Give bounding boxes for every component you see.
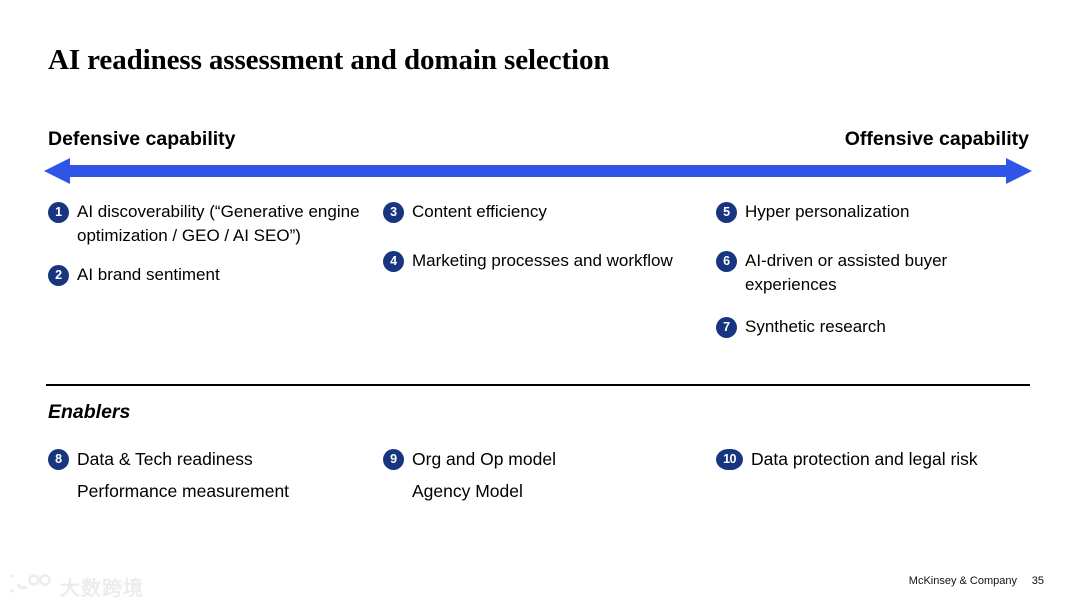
bullet-number-3: 3	[383, 202, 404, 223]
list-item-label: Hyper personalization	[745, 202, 910, 221]
bullet-number-1: 1	[48, 202, 69, 223]
enabler-column-2: 9 Org and Op model Agency Model	[383, 447, 716, 503]
list-item[interactable]: 1 AI discoverability (“Generative engine…	[48, 200, 383, 248]
list-item-label: AI brand sentiment	[77, 265, 220, 284]
bullet-number-4: 4	[383, 251, 404, 272]
list-item[interactable]: 2 AI brand sentiment	[48, 263, 383, 287]
bullet-number-8: 8	[48, 449, 69, 470]
footer-brand: McKinsey & Company	[908, 575, 1017, 587]
capability-axis-labels: Defensive capability Offensive capabilit…	[48, 128, 1029, 151]
list-item-subtext: Performance measurement	[77, 481, 290, 501]
axis-label-offensive: Offensive capability	[844, 128, 1029, 150]
page-title: AI readiness assessment and domain selec…	[48, 44, 610, 76]
column-middle: 3 Content efficiency 4 Marketing process…	[383, 200, 716, 339]
list-item[interactable]: 3 Content efficiency	[383, 200, 716, 224]
watermark: 大数跨境	[0, 572, 144, 601]
watermark-logo-icon	[0, 573, 54, 600]
list-item-body: AI-driven or assisted buyer experiences	[745, 249, 1033, 297]
bullet-number-7: 7	[716, 317, 737, 338]
bullet-number-5: 5	[716, 202, 737, 223]
list-item-body: AI brand sentiment	[77, 263, 383, 287]
list-item-body: Content efficiency	[412, 200, 716, 224]
section-divider	[46, 384, 1030, 386]
capability-columns: 1 AI discoverability (“Generative engine…	[48, 200, 1033, 339]
enablers-heading: Enablers	[48, 401, 131, 423]
list-item-body: Synthetic research	[745, 315, 1033, 339]
list-item[interactable]: 7 Synthetic research	[716, 315, 1033, 339]
list-item-body: Hyper personalization	[745, 200, 1033, 224]
bullet-number-6: 6	[716, 251, 737, 272]
list-item-label: Content efficiency	[412, 202, 547, 221]
list-item[interactable]: 10 Data protection and legal risk	[716, 447, 1033, 471]
list-item[interactable]: 5 Hyper personalization	[716, 200, 1033, 224]
list-item-label: Data protection and legal risk	[751, 449, 978, 469]
double-headed-arrow-icon	[44, 157, 1032, 185]
list-item-body: Data & Tech readiness Performance measur…	[77, 447, 383, 503]
list-item-label: Synthetic research	[745, 317, 886, 336]
list-item-label: AI discoverability (“Generative engine o…	[77, 202, 360, 245]
list-item-label: Data & Tech readiness	[77, 449, 253, 469]
bullet-number-10: 10	[716, 449, 743, 470]
enablers-columns: 8 Data & Tech readiness Performance meas…	[48, 447, 1033, 503]
list-item-body: Marketing processes and workflow	[412, 249, 716, 273]
watermark-text: 大数跨境	[60, 576, 144, 600]
enabler-column-1: 8 Data & Tech readiness Performance meas…	[48, 447, 383, 503]
list-item-label: AI-driven or assisted buyer experiences	[745, 251, 948, 294]
bullet-number-2: 2	[48, 265, 69, 286]
list-item[interactable]: 8 Data & Tech readiness Performance meas…	[48, 447, 383, 503]
enabler-column-3: 10 Data protection and legal risk	[716, 447, 1033, 503]
list-item[interactable]: 6 AI-driven or assisted buyer experience…	[716, 249, 1033, 297]
footer-page-number: 35	[1031, 575, 1044, 587]
list-item-label: Org and Op model	[412, 449, 556, 469]
list-item-body: AI discoverability (“Generative engine o…	[77, 200, 383, 248]
list-item-body: Org and Op model Agency Model	[412, 447, 716, 503]
list-item-label: Marketing processes and workflow	[412, 251, 673, 270]
list-item-body: Data protection and legal risk	[751, 447, 1033, 471]
list-item[interactable]: 4 Marketing processes and workflow	[383, 249, 716, 273]
list-item-subtext: Agency Model	[412, 481, 523, 501]
axis-label-defensive: Defensive capability	[48, 128, 236, 150]
list-item[interactable]: 9 Org and Op model Agency Model	[383, 447, 716, 503]
column-defensive: 1 AI discoverability (“Generative engine…	[48, 200, 383, 339]
column-offensive: 5 Hyper personalization 6 AI-driven or a…	[716, 200, 1033, 339]
bullet-number-9: 9	[383, 449, 404, 470]
